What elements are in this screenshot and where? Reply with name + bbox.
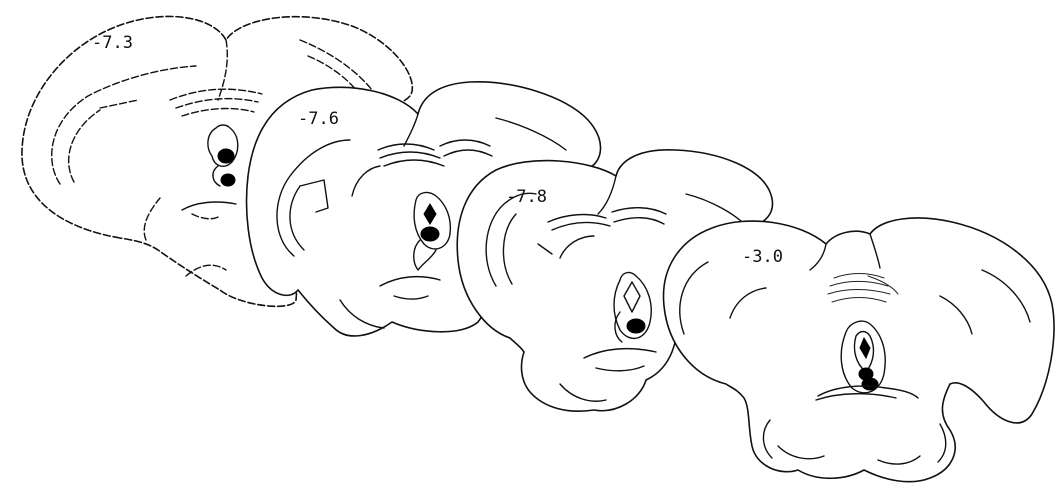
section-4: -3.0 xyxy=(663,218,1053,482)
lesion-mark xyxy=(421,227,439,241)
lesion-mark xyxy=(627,319,645,333)
section-4-label: -3.0 xyxy=(742,247,783,267)
lesion-mark xyxy=(218,149,234,163)
lesion-mark xyxy=(221,174,235,186)
section-3-label: -7.8 xyxy=(506,187,547,207)
section-2-label: -7.6 xyxy=(298,109,339,129)
section-1-label: -7.3 xyxy=(92,33,133,53)
lesion-mark xyxy=(862,378,878,390)
section-4-outline xyxy=(663,218,1053,482)
